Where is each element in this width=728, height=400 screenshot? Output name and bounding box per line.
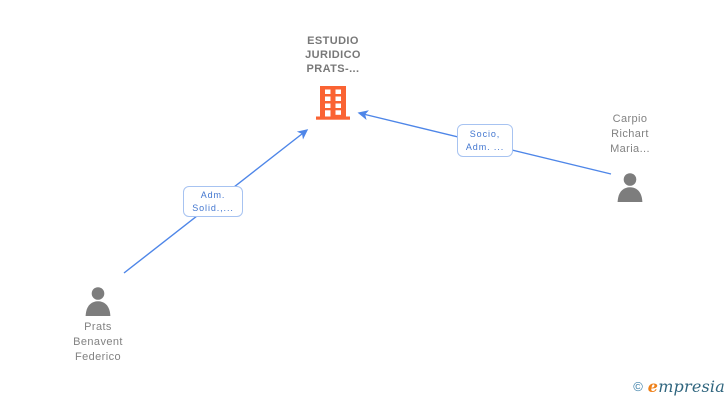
person-name-line: Prats (84, 321, 112, 333)
company-node[interactable]: ESTUDIO JURIDICO PRATS-... (273, 34, 393, 120)
edge-label-line: Solid.,... (192, 202, 234, 213)
company-name-label: ESTUDIO JURIDICO PRATS-... (273, 34, 393, 76)
person-name-line: Carpio (612, 113, 648, 125)
person-name-line: Richart (611, 128, 649, 140)
person-name-line: Maria... (610, 143, 650, 155)
edge-label-line: Socio, (469, 128, 501, 139)
edge-label-line: Adm. (200, 189, 226, 200)
empresia-logo[interactable]: © empresia (633, 377, 725, 396)
person-name-line: Benavent (73, 336, 123, 348)
person-node-prats[interactable]: Prats Benavent Federico (38, 287, 158, 365)
brand-wordmark: empresia (648, 377, 725, 396)
edge-label-socio-adm[interactable]: Socio, Adm. ... (457, 124, 513, 157)
person-name-label: Carpio Richart Maria... (570, 112, 690, 157)
person-name-line: Federico (75, 351, 121, 363)
person-node-carpio[interactable]: Carpio Richart Maria... (570, 112, 690, 202)
person-icon (85, 287, 111, 316)
brand-rest: mpresia (658, 377, 725, 396)
building-icon (316, 86, 350, 120)
company-name-line: PRATS-... (306, 63, 360, 75)
edge-label-adm-solid[interactable]: Adm. Solid.,... (183, 186, 243, 217)
edge-label-line: Adm. ... (465, 141, 505, 152)
brand-initial: e (647, 377, 659, 396)
copyright-icon: © (633, 379, 643, 394)
person-name-label: Prats Benavent Federico (38, 320, 158, 365)
person-icon (617, 173, 643, 202)
company-name-line: JURIDICO (305, 49, 361, 61)
company-name-line: ESTUDIO (307, 35, 359, 47)
